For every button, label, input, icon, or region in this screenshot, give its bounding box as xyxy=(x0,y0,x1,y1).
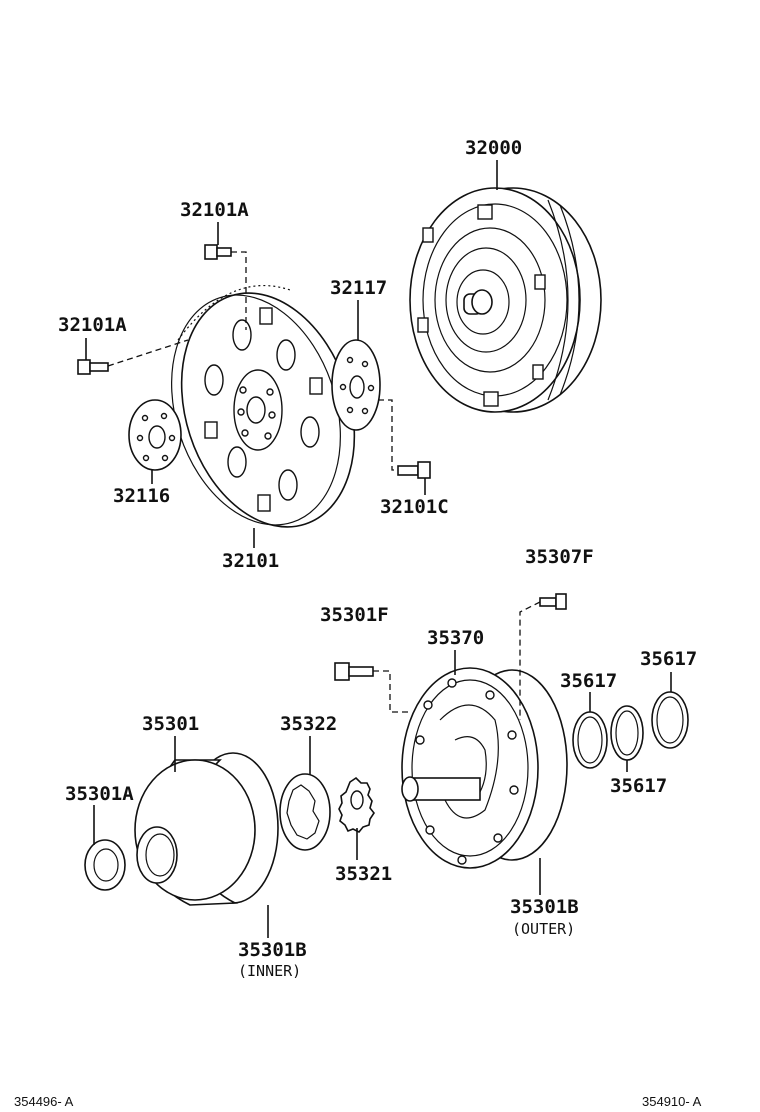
bolt-35307f xyxy=(539,593,567,610)
torque-converter xyxy=(409,187,602,413)
footer-code-right: 354910- A xyxy=(642,1094,702,1109)
drive-gear-35321 xyxy=(338,776,375,834)
bolt-32101c xyxy=(397,461,431,479)
label-35617-a: 35617 xyxy=(560,670,617,692)
o-ring-35617-a xyxy=(572,711,608,769)
o-ring-35617-c xyxy=(651,691,689,749)
footer-code-left: 354496- A xyxy=(14,1094,74,1109)
bolt-32101a-top xyxy=(204,244,232,260)
oil-pump-body xyxy=(401,667,568,869)
pump-cover xyxy=(134,752,279,906)
label-35301: 35301 xyxy=(142,713,199,735)
label-35301b-outer: 35301B xyxy=(510,896,579,918)
label-35370: 35370 xyxy=(427,627,484,649)
label-35617-c: 35617 xyxy=(640,648,697,670)
leader-bolt-35307f xyxy=(519,601,541,720)
plate-32116 xyxy=(128,399,182,471)
oil-seal-35301a xyxy=(84,839,126,891)
label-35307f: 35307F xyxy=(525,546,594,568)
leader-bolt-c xyxy=(378,399,398,471)
note-inner: (INNER) xyxy=(238,962,301,980)
plate-32117 xyxy=(331,339,381,431)
label-35321: 35321 xyxy=(335,863,392,885)
o-ring-35617-b xyxy=(610,705,644,761)
leader-bolt-left xyxy=(107,339,189,367)
label-32101: 32101 xyxy=(222,550,279,572)
label-35301a: 35301A xyxy=(65,783,134,805)
bolt-32101a-left xyxy=(77,359,109,375)
label-32116: 32116 xyxy=(113,485,170,507)
driven-gear-35322 xyxy=(279,773,331,851)
leader-lines xyxy=(85,160,672,938)
leader-bolt-35301f xyxy=(373,670,410,713)
label-35617-b: 35617 xyxy=(610,775,667,797)
label-32101a-left: 32101A xyxy=(58,314,127,336)
label-32000: 32000 xyxy=(465,137,522,159)
label-32117: 32117 xyxy=(330,277,387,299)
leader-bolt-top xyxy=(231,251,247,330)
note-outer: (OUTER) xyxy=(512,920,575,938)
bolt-35301f xyxy=(334,662,374,681)
label-35301f: 35301F xyxy=(320,604,389,626)
label-35322: 35322 xyxy=(280,713,337,735)
label-32101a-top: 32101A xyxy=(180,199,249,221)
label-32101c: 32101C xyxy=(380,496,449,518)
label-35301b-inner: 35301B xyxy=(238,939,307,961)
